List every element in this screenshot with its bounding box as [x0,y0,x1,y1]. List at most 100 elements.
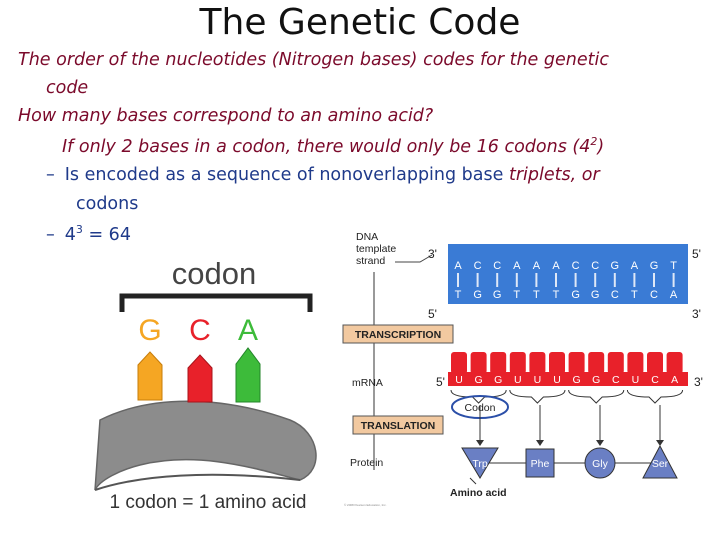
dna-top-base: C [591,260,599,272]
svg-text:TRANSLATION: TRANSLATION [361,420,435,432]
dna-template-label: template [356,243,396,255]
text-line-2: How many bases correspond to an amino ac… [18,106,434,126]
dna-bottom-base: G [493,289,502,301]
dna-top-base: A [513,260,521,272]
svg-text:G: G [138,314,161,347]
mrna-base-peg [529,352,546,374]
mrna-backbone [448,372,688,386]
dna-bottom-base: T [553,289,560,301]
dna-top-base: T [670,260,677,272]
dna-top-base: C [493,260,501,272]
base-peg-g [137,351,163,401]
mrna-base: C [612,374,620,386]
base-peg-a [235,347,261,403]
svg-text:C: C [189,314,211,347]
codon-label: codon [172,256,256,291]
mrna-base: U [455,374,463,386]
mrna-base: G [475,374,483,386]
dna-bottom-base: G [571,289,580,301]
dna-top-base: A [552,260,560,272]
mrna-base: G [494,374,502,386]
dna-top-base: C [572,260,580,272]
base-letter-g: G [138,314,161,347]
bullet-1b: codons [76,194,139,214]
mrna-base: U [632,374,640,386]
dna-top-base: C [474,260,482,272]
mrna-base: G [573,374,581,386]
dna-double-strand [448,244,688,304]
codon-brace [509,389,566,404]
mrna-base-peg [509,352,526,374]
dna-bottom-base: G [473,289,482,301]
page-title: The Genetic Code [199,2,521,43]
dna-bottom-base: T [513,289,520,301]
bullet-1: –Is encoded as a sequence of nonoverlapp… [46,165,600,185]
dna-bottom-base: C [650,289,658,301]
text-line-3: If only 2 bases in a codon, there would … [62,135,605,157]
amino-acid-name: Trp [472,458,488,470]
bottom-five-prime: 5' [428,307,437,321]
bottom-three-prime: 3' [692,307,701,321]
dna-top-base: A [533,260,541,272]
mrna-base-peg [666,352,683,374]
base-letter-c: C [189,314,211,347]
dna-top-base: A [631,260,639,272]
amino-acid-label: Amino acid [450,487,507,499]
amino-acid-name: Phe [531,458,550,470]
mrna-base-peg [607,352,624,374]
dna-bottom-base: G [591,289,600,301]
mrna-base-peg [470,352,487,374]
protein-label: Protein [350,457,383,469]
codon-brace [568,389,625,404]
dna-bottom-base: T [533,289,540,301]
mrna-base-peg [568,352,585,374]
mrna-base: A [671,374,678,386]
mrna-base: C [651,374,659,386]
amino-acid-phe [525,448,555,478]
codon-caption: 1 codon = 1 amino acid [110,492,307,513]
codon-bracket [119,293,313,312]
copyright-note: © 2008 Pearson Education, Inc. [344,503,387,507]
mrna-base-peg [627,352,644,374]
svg-text:TRANSCRIPTION: TRANSCRIPTION [355,329,441,341]
dna-label: DNA [356,231,378,243]
mrna-base: G [592,374,600,386]
text-line-1b: code [46,78,89,98]
transcription-box [342,324,454,344]
mrna-label: mRNA [352,377,383,389]
mrna-base-peg [647,352,663,374]
dna-bottom-base: T [455,289,462,301]
dna-bottom-base: T [631,289,638,301]
text-line-1: The order of the nucleotides (Nitrogen b… [18,50,609,70]
dna-top-base: G [611,260,620,272]
top-five-prime: 5' [692,247,701,261]
mrna-base: U [534,374,542,386]
mrna-base-peg [549,352,565,374]
codon-brace [450,389,507,404]
mrna-base-peg [588,352,605,374]
top-three-prime: 3' [428,247,437,261]
amino-acid-name: Ser [652,458,669,470]
dna-top-base: A [454,260,462,272]
amino-acid-trp [461,447,499,479]
dna-bottom-base: C [611,289,619,301]
mrna-base-peg [490,352,507,374]
mrna-base: U [553,374,561,386]
amino-acid-ser [642,444,678,479]
amino-acid-name: Gly [592,458,609,470]
svg-text:A: A [238,314,258,347]
translation-box [352,415,444,435]
mrna-base: U [514,374,522,386]
mrna-base-peg [451,352,467,374]
bullet-2: –43 = 64 [46,223,131,245]
mrna-three-prime: 3' [694,375,703,389]
base-letter-a: A [238,314,258,347]
codon-brace [626,389,684,404]
base-peg-c [187,354,213,403]
dna-top-base: G [650,260,659,272]
amino-acid-gly [584,447,616,479]
mrna-five-prime: 5' [436,375,445,389]
dna-bottom-base: A [670,289,678,301]
